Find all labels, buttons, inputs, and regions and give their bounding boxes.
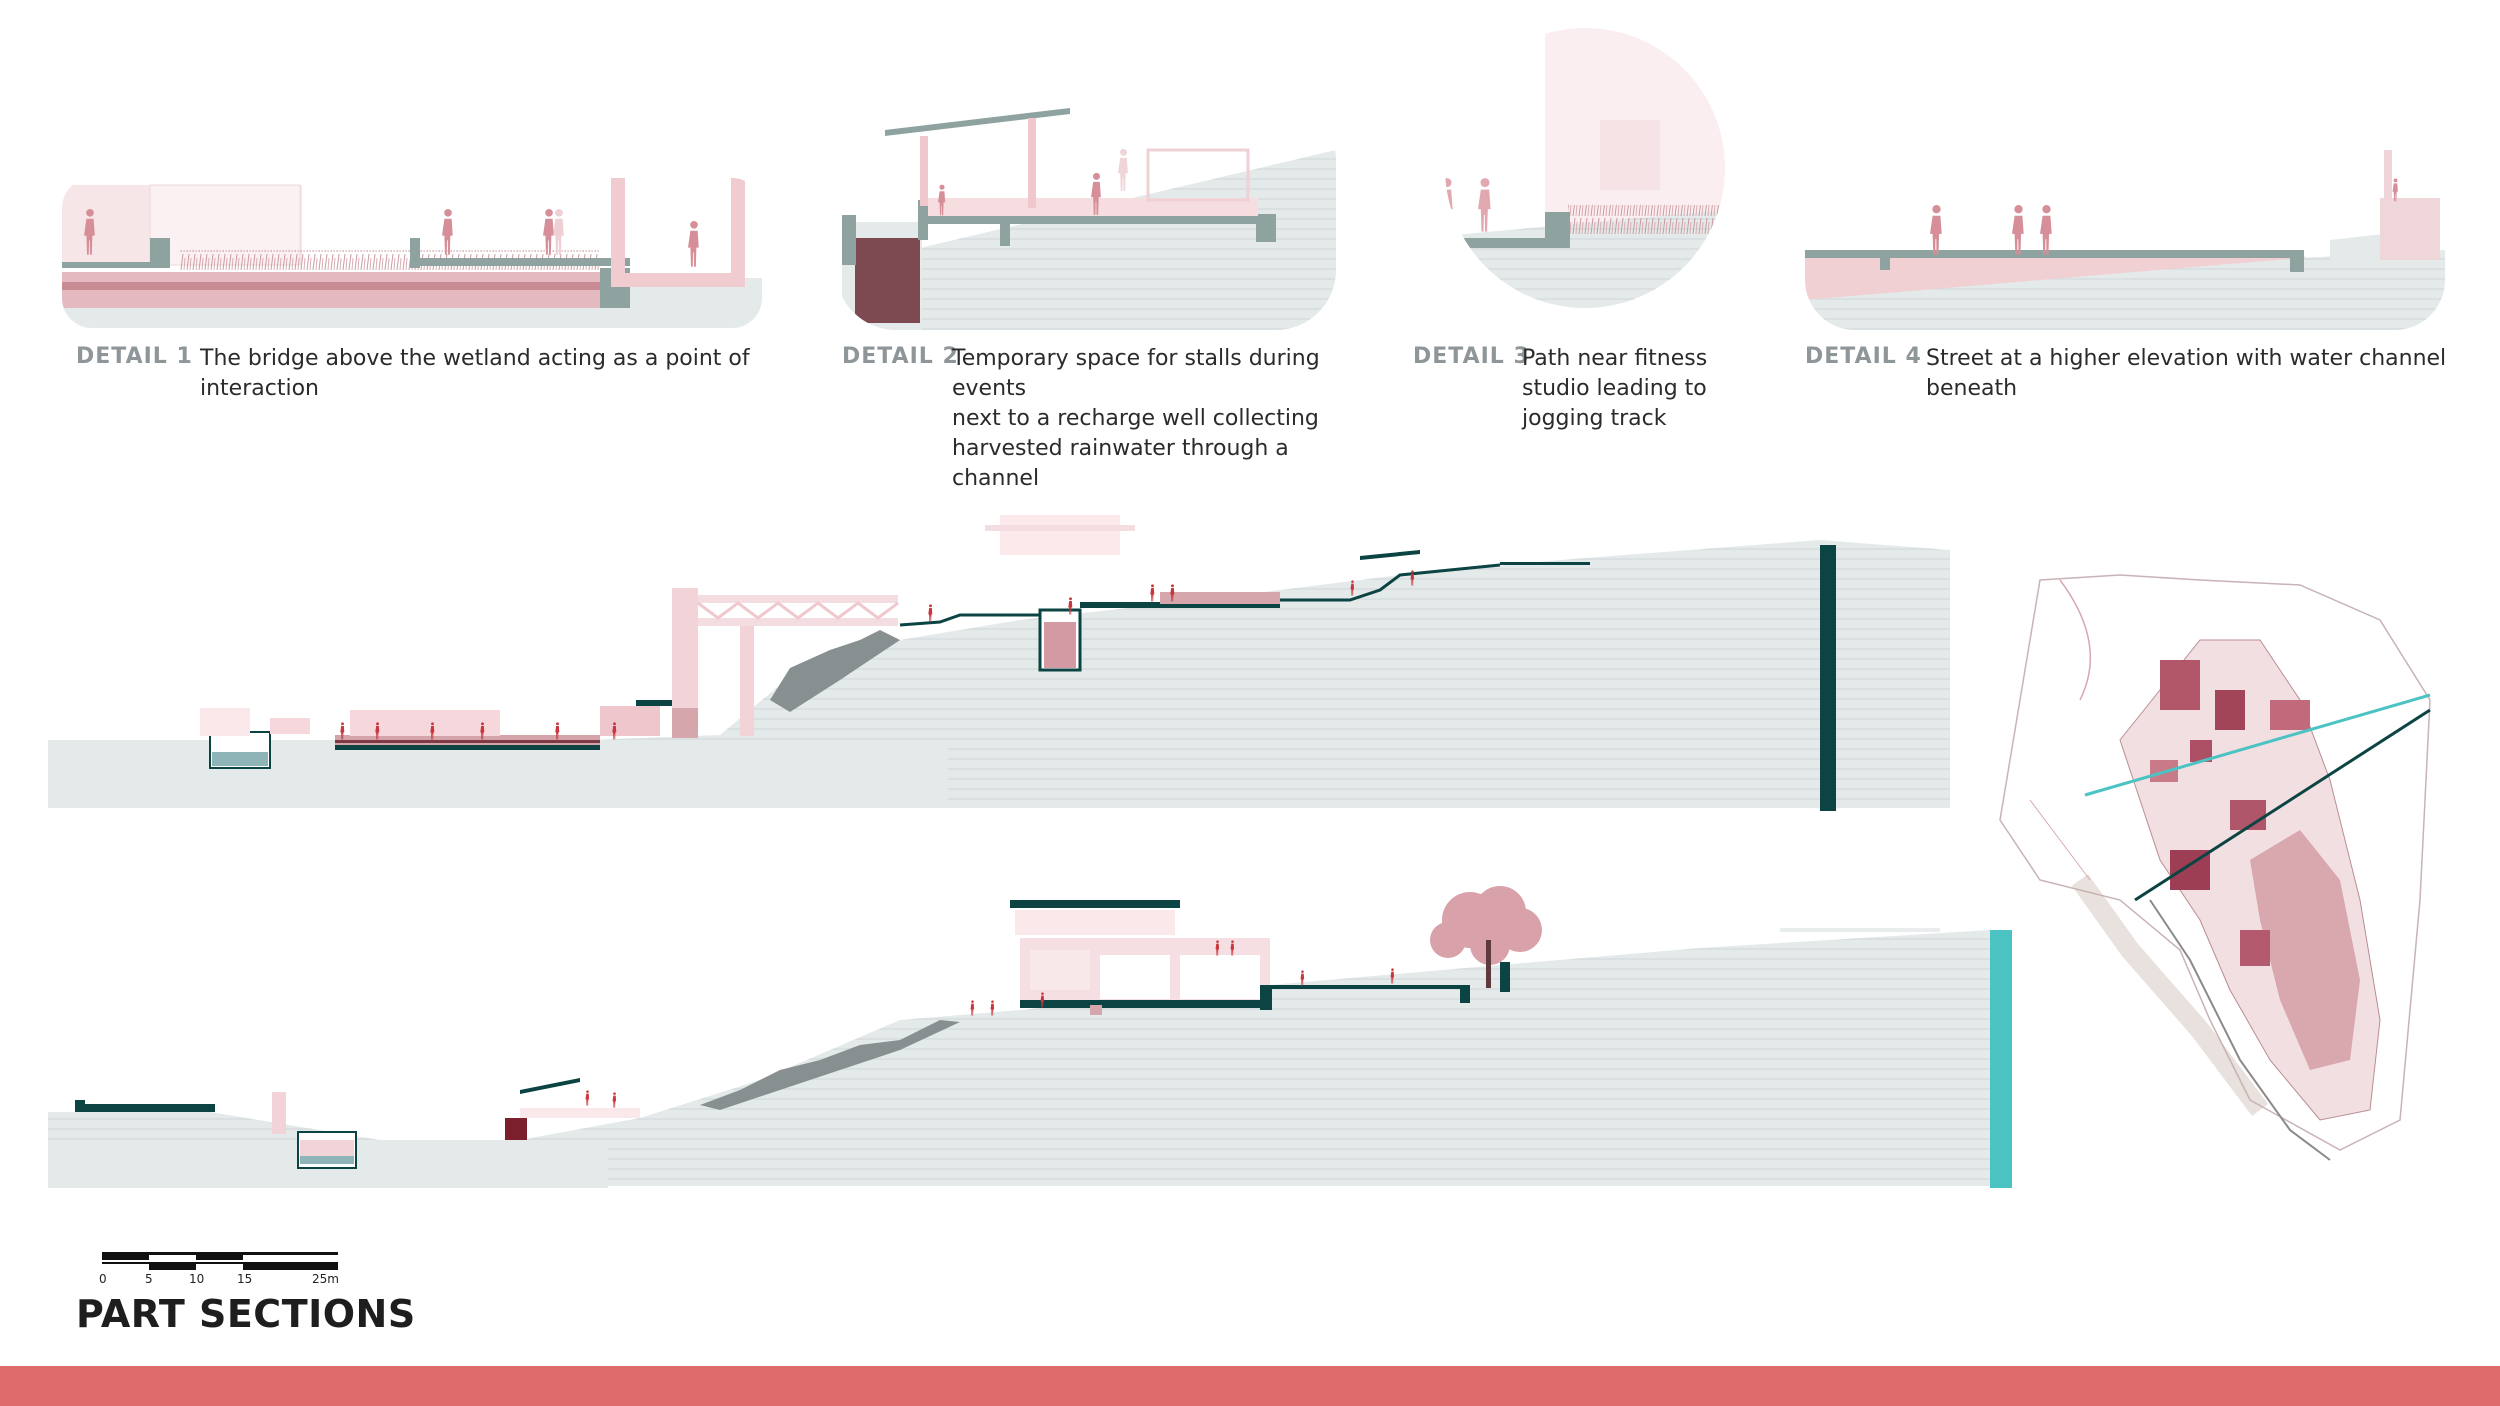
detail-1-label: DETAIL 1 [76,344,193,369]
detail-4-label: DETAIL 4 [1805,344,1922,369]
detail-2-text: Temporary space for stalls during events… [952,346,1320,491]
section-2-drawing [48,886,2012,1188]
detail-3-drawing [1445,28,1725,308]
scale-label-10: 10 [189,1272,205,1286]
scale-bar [102,1252,338,1270]
page-title: PART SECTIONS [76,1292,416,1336]
detail-2-drawing [836,100,1336,330]
detail-2-label: DETAIL 2 [842,344,959,369]
detail-4-text: Street at a higher elevation with water … [1926,346,2447,401]
detail-3-text: Path near fitness studio leading to jogg… [1522,346,1708,431]
detail-1-text: The bridge above the wetland acting as a… [200,346,750,401]
scale-label-25m: 25m [312,1272,339,1286]
section-1-drawing [48,515,1950,811]
scale-label-5: 5 [145,1272,153,1286]
footer-band [0,1366,2500,1406]
detail-1-drawing [62,178,762,328]
site-plan-drawing [1999,574,2431,1161]
detail-3-label: DETAIL 3 [1413,344,1530,369]
scale-label-0: 0 [99,1272,107,1286]
scale-label-15: 15 [237,1272,253,1286]
detail-4-drawing [1805,150,2445,330]
tree-illustration [1430,886,1542,988]
